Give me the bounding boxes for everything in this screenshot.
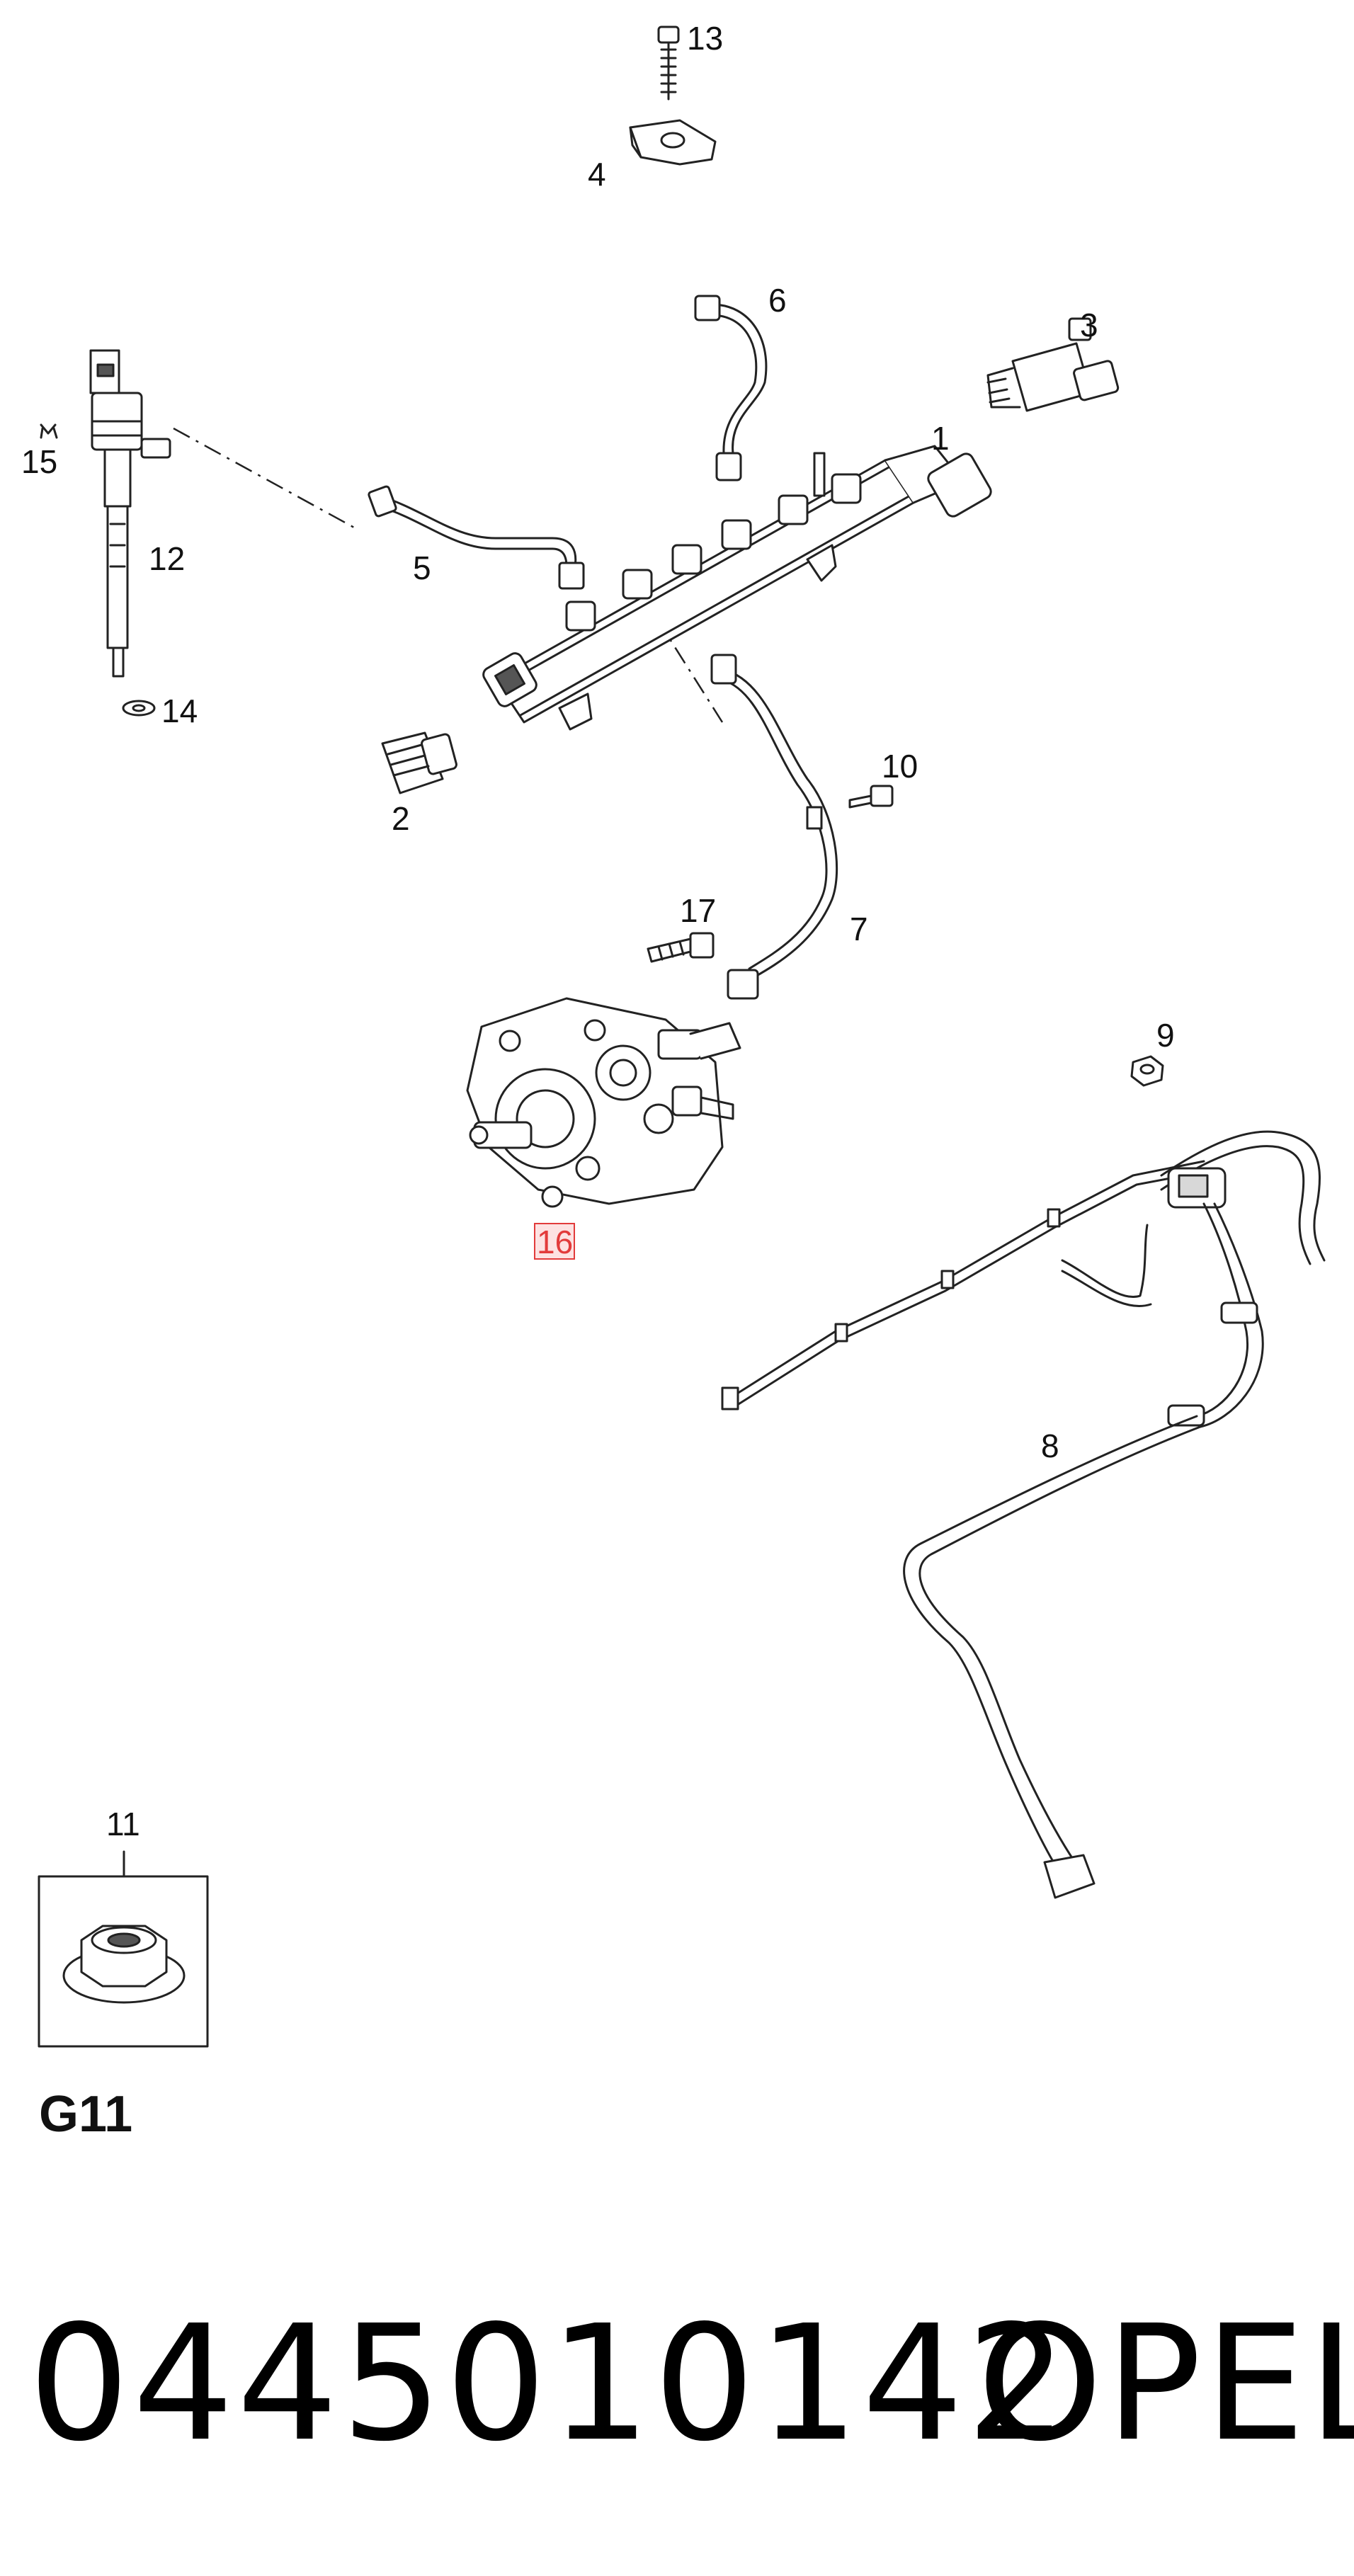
- callout-9[interactable]: 9: [1156, 1017, 1175, 1054]
- connection-line-injector-pipe5: [173, 427, 355, 529]
- callout-15[interactable]: 15: [21, 443, 57, 480]
- part-9-nut[interactable]: [1130, 1055, 1164, 1087]
- part-12-injector[interactable]: [89, 349, 171, 678]
- callout-8[interactable]: 8: [1041, 1427, 1059, 1464]
- callout-10[interactable]: 10: [882, 748, 918, 785]
- part-3-pressure-valve[interactable]: [986, 317, 1120, 412]
- callout-4[interactable]: 4: [588, 156, 606, 193]
- callout-6[interactable]: 6: [768, 282, 787, 319]
- brand-name: OPEL: [977, 2291, 1354, 2477]
- part-16-high-pressure-pump[interactable]: [466, 997, 741, 1208]
- callout-5[interactable]: 5: [413, 549, 431, 586]
- callout-16[interactable]: 16: [537, 1224, 573, 1260]
- part-5-pipe[interactable]: [368, 485, 585, 590]
- callout-17[interactable]: 17: [680, 892, 716, 929]
- part-7-pipe[interactable]: [710, 654, 838, 1000]
- part-6-pipe[interactable]: [694, 295, 768, 481]
- callout-13[interactable]: 13: [687, 20, 723, 57]
- part-11-inset-box[interactable]: [38, 1850, 209, 2048]
- callout-2[interactable]: 2: [392, 800, 410, 837]
- callout-12[interactable]: 12: [149, 540, 185, 577]
- part-14-washer[interactable]: [122, 700, 156, 717]
- callout-11[interactable]: 11: [106, 1806, 140, 1842]
- callout-1[interactable]: 1: [931, 420, 950, 457]
- group-label: G11: [39, 2086, 132, 2143]
- callout-16-highlight: [534, 1223, 575, 1260]
- part-10-bolt[interactable]: [848, 785, 894, 809]
- part-8-return-hose[interactable]: [721, 1130, 1326, 1899]
- callout-3[interactable]: 3: [1080, 307, 1098, 343]
- part-15-clip[interactable]: [40, 423, 58, 439]
- part-17-bolt[interactable]: [647, 932, 715, 963]
- callout-7[interactable]: 7: [850, 911, 868, 947]
- part-13-bolt[interactable]: [657, 25, 680, 101]
- callout-14[interactable]: 14: [161, 693, 198, 729]
- part-1-fuel-rail[interactable]: [481, 445, 994, 731]
- part-2-pressure-sensor[interactable]: [381, 731, 457, 794]
- part-4-clamp[interactable]: [629, 119, 717, 166]
- part-number: 0445010142: [28, 2291, 1071, 2477]
